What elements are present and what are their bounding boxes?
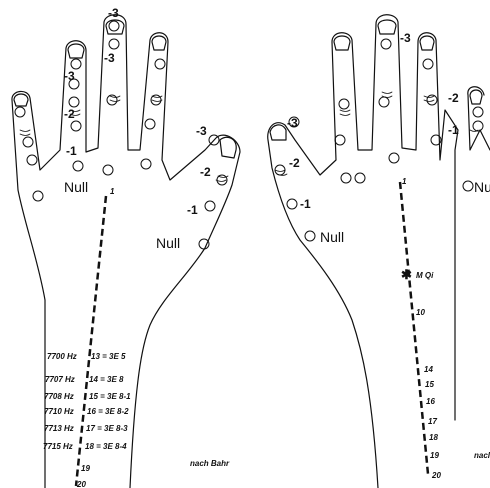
left-level-label: -3 — [64, 69, 75, 83]
right-credit-cut: nacl — [474, 451, 490, 460]
left-null-label: Null — [156, 235, 180, 251]
right-level-label: -1 — [448, 123, 459, 137]
left-credit: nach Bahr — [190, 459, 230, 468]
right-nail-2 — [378, 20, 396, 34]
right-nail-4 — [470, 90, 482, 104]
left-level-label: -2 — [200, 165, 211, 179]
left-hand-outline — [12, 15, 240, 488]
left-table-hz: 7700 Hz — [47, 352, 77, 361]
right-level-label: -3 — [287, 116, 298, 130]
left-table-hz: 7715 Hz — [43, 442, 73, 451]
left-table-code: 15 = 3E 8-1 — [89, 392, 131, 401]
left-level-label: -3 — [104, 51, 115, 65]
left-table-hz: 7710 Hz — [44, 407, 74, 416]
left-table-code: 13 = 3E 5 — [91, 352, 126, 361]
left-level-label: -2 — [64, 107, 75, 121]
left-table-code: 18 = 3E 8-4 — [85, 442, 127, 451]
left-level-label: -3 — [108, 6, 119, 20]
left-tail-number: 20 — [76, 480, 86, 488]
measurement-points — [15, 21, 483, 249]
right-nail-thumb — [270, 125, 286, 140]
left-nail-2 — [68, 44, 84, 58]
right-dashed-line — [400, 182, 428, 474]
left-nail-thumb — [220, 137, 236, 158]
right-nail-1 — [334, 36, 350, 50]
left-table-hz: 7708 Hz — [44, 392, 74, 401]
right-number: 10 — [416, 308, 425, 317]
left-level-label: -1 — [187, 203, 198, 217]
right-number: 20 — [431, 471, 441, 480]
right-nail-3 — [420, 36, 434, 50]
right-null-label: Null — [320, 229, 344, 245]
left-level-label: -1 — [66, 144, 77, 158]
right-level-label: -2 — [289, 156, 300, 170]
right-number: 17 — [428, 417, 437, 426]
left-table-hz: 7713 Hz — [44, 424, 74, 433]
right-hand-outline — [268, 15, 490, 488]
left-table-hz: 7707 Hz — [45, 375, 75, 384]
right-number: 14 — [424, 365, 433, 374]
right-null-cut-label: Nu — [474, 179, 490, 195]
left-tail-number: 19 — [81, 464, 90, 473]
right-mqi-label: M Qi — [416, 271, 434, 280]
left-creases — [20, 96, 228, 182]
right-number: 16 — [426, 397, 435, 406]
left-nail-1 — [14, 94, 28, 106]
left-table-code: 16 = 3E 8-2 — [87, 407, 129, 416]
right-number: 18 — [429, 433, 438, 442]
left-table-code: 17 = 3E 8-3 — [86, 424, 128, 433]
right-number: 19 — [430, 451, 439, 460]
right-level-label: -1 — [300, 197, 311, 211]
right-number: 15 — [425, 380, 434, 389]
left-level-label: -3 — [196, 124, 207, 138]
right-level-label: -2 — [448, 91, 459, 105]
left-nail-4 — [152, 36, 166, 50]
right-line-start: 1 — [402, 177, 407, 186]
left-line-start: 1 — [110, 187, 115, 196]
left-null-label: Null — [64, 179, 88, 195]
left-table-code: 14 = 3E 8 — [89, 375, 124, 384]
mqi-star-icon: ✱ — [401, 267, 412, 282]
right-level-label: -3 — [400, 31, 411, 45]
